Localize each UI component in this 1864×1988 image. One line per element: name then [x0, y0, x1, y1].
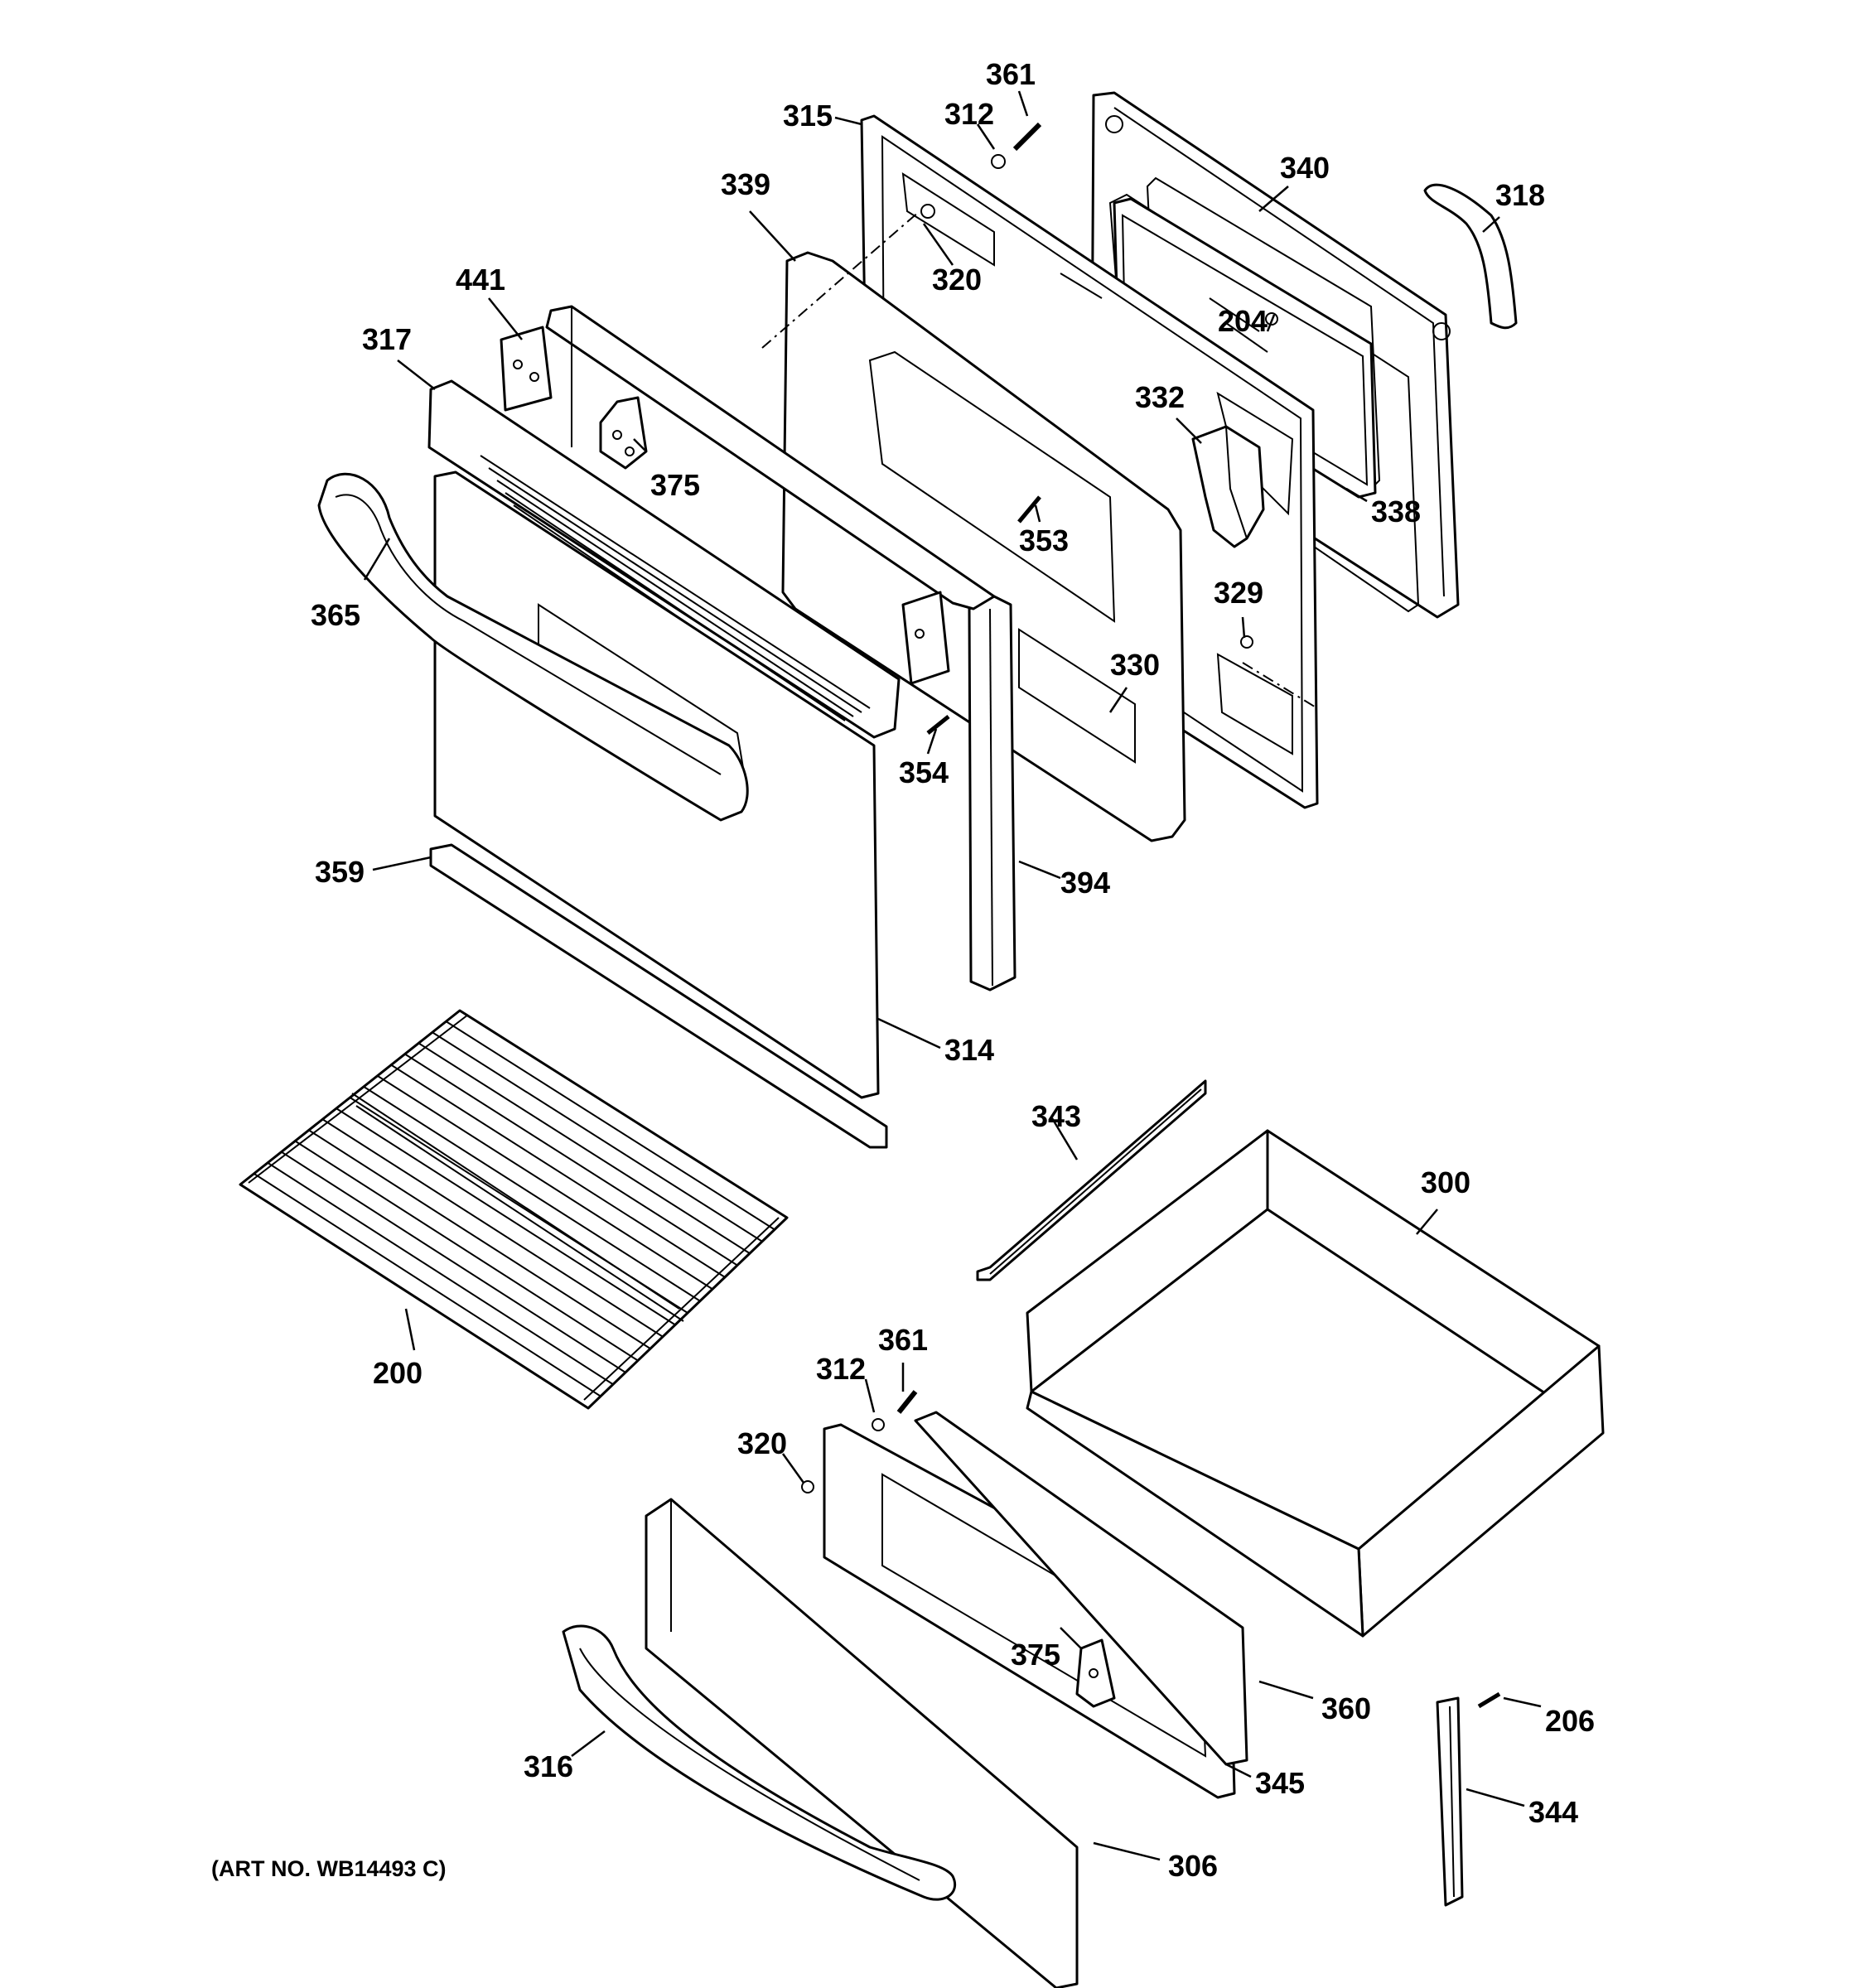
part-hinge: [500, 326, 553, 412]
callout-314: 314: [944, 1033, 994, 1067]
callout-354: 354: [899, 755, 949, 789]
rack-wire: [445, 1021, 775, 1231]
rack-wire: [321, 1118, 664, 1338]
callout-359: 359: [315, 855, 365, 889]
callout-labels: 361 312 315 340 318 339 320 441 204 317 …: [211, 57, 1595, 1883]
part-insulation-block: [1191, 425, 1265, 548]
callout-204: 204: [1218, 304, 1268, 338]
callout-318: 318: [1495, 178, 1545, 212]
part-drawer-side-rail: [1436, 1696, 1464, 1907]
part-door-bottom-trim: [429, 843, 888, 1149]
callout-360: 360: [1321, 1691, 1371, 1725]
callout-200: 200: [373, 1356, 423, 1390]
callout-320-upper: 320: [932, 263, 982, 297]
rack-wire: [267, 1161, 614, 1386]
rack-wire: [308, 1129, 651, 1349]
rack-wire: [418, 1042, 751, 1254]
rack-wire: [281, 1151, 626, 1373]
callout-306: 306: [1168, 1849, 1218, 1883]
part-drawer-handle: [562, 1624, 956, 1901]
callout-394: 394: [1060, 866, 1110, 900]
callout-330: 330: [1110, 648, 1160, 682]
part-door-side-trim: [968, 595, 1017, 992]
art-number: (ART NO. WB14493 C): [211, 1856, 447, 1881]
callout-344: 344: [1528, 1795, 1578, 1829]
callout-316: 316: [524, 1749, 573, 1783]
callout-353: 353: [1019, 524, 1069, 557]
callout-315: 315: [783, 99, 833, 133]
callout-332: 332: [1135, 380, 1185, 414]
part-drawer-rail: [976, 1079, 1207, 1281]
callout-206: 206: [1545, 1704, 1595, 1738]
callout-312-lower: 312: [816, 1352, 866, 1386]
callout-300: 300: [1421, 1165, 1470, 1199]
part-hinge-lower: [901, 591, 950, 685]
callout-317: 317: [362, 322, 412, 356]
callout-375-upper: 375: [650, 468, 700, 502]
callout-338: 338: [1371, 495, 1421, 528]
callout-345: 345: [1255, 1766, 1305, 1800]
callout-340: 340: [1280, 151, 1330, 185]
rack-wire: [377, 1074, 713, 1291]
part-bracket-lower: [1075, 1638, 1116, 1708]
part-drawer-front: [645, 1498, 1079, 1988]
callout-441: 441: [456, 263, 505, 297]
callout-365: 365: [311, 598, 360, 632]
rack-wire: [336, 1107, 676, 1326]
rack-wire: [363, 1086, 701, 1302]
callout-339: 339: [721, 167, 770, 201]
rack-wire: [254, 1173, 601, 1397]
part-bracket-upper: [599, 396, 648, 470]
part-oven-rack: [239, 1009, 789, 1410]
part-drawer-frame: [823, 1411, 1248, 1799]
callout-320-lower: 320: [737, 1426, 787, 1460]
rack-wire: [432, 1031, 763, 1242]
rack-wire: [404, 1053, 738, 1267]
callout-375-lower: 375: [1011, 1638, 1060, 1672]
rack-wire: [294, 1140, 639, 1362]
callout-361-lower: 361: [878, 1323, 928, 1357]
callout-312-upper: 312: [944, 97, 994, 131]
callout-329: 329: [1214, 576, 1263, 610]
rack-wire: [390, 1064, 726, 1278]
part-inner-door-liner: [781, 251, 1186, 842]
callout-361-upper: 361: [986, 57, 1036, 91]
part-storage-drawer-box: [1026, 1129, 1605, 1638]
leader-lines: [363, 90, 1542, 1861]
callout-343: 343: [1031, 1099, 1081, 1133]
alignment-lines: [761, 210, 1318, 709]
fasteners: [801, 122, 1518, 1709]
part-door-handle: [317, 472, 749, 822]
